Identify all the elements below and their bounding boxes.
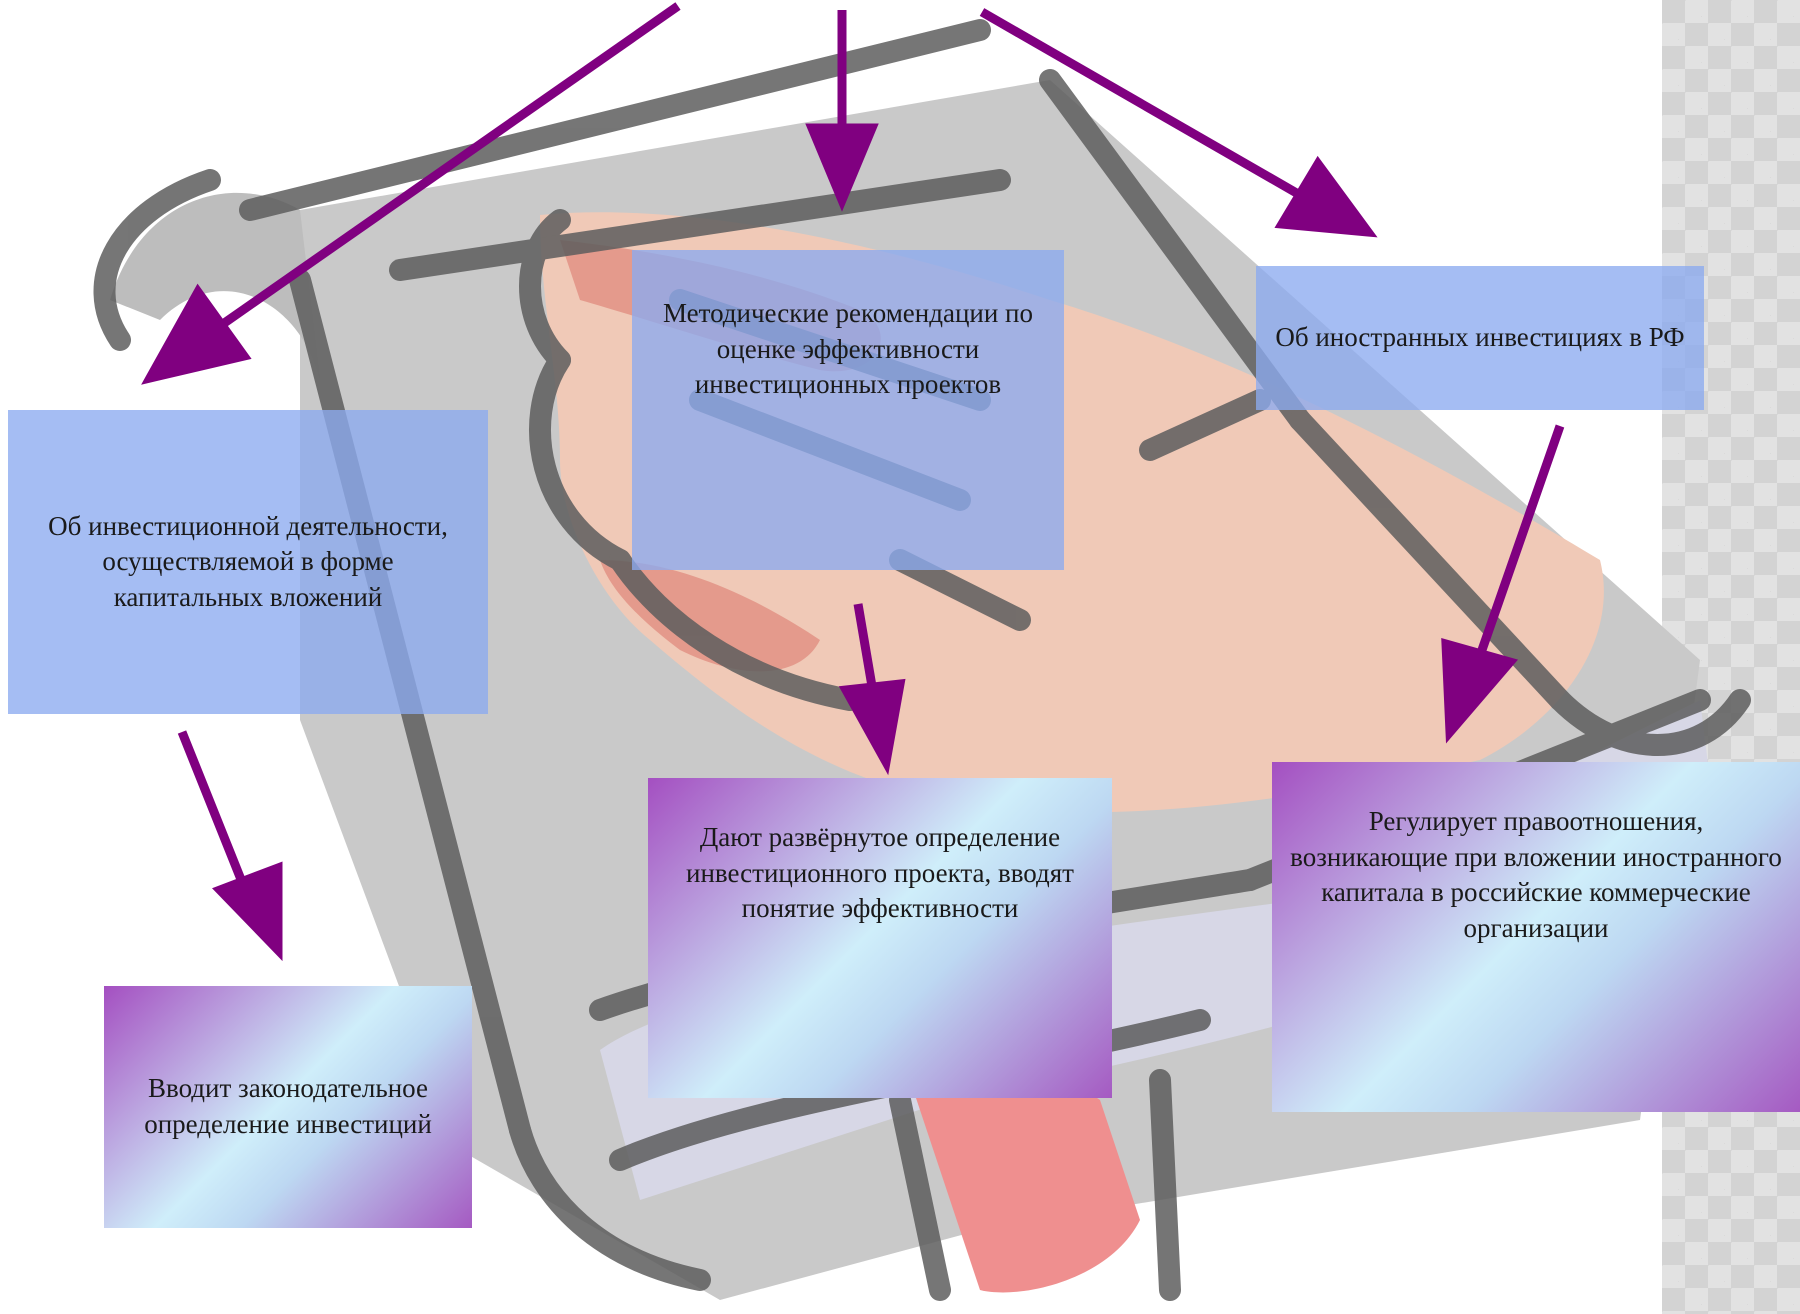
law-title-foreign-investments: Об иностранных инвестициях в РФ bbox=[1275, 322, 1685, 353]
connector-arrows bbox=[141, 2, 1565, 962]
law-box-investment-activity: Об инвестиционной деятельности, осуществ… bbox=[8, 410, 488, 714]
description-box-foreign-investments: Регулирует правоотношения, возникающие п… bbox=[1272, 762, 1800, 1112]
law-box-methodical-recommendations: Методические рекомендации по оценке эффе… bbox=[632, 250, 1064, 570]
law-box-foreign-investments: Об иностранных инвестициях в РФ bbox=[1256, 266, 1704, 410]
law-title-investment-activity: Об инвестиционной деятельности, осуществ… bbox=[48, 510, 448, 612]
description-box-methodical-recommendations: Дают развёрнутое определение инвестицион… bbox=[648, 778, 1112, 1098]
scroll-left-curl bbox=[110, 192, 320, 380]
law-title-methodical-recommendations: Методические рекомендации по оценке эффе… bbox=[662, 298, 1033, 400]
description-methodical-recommendations: Дают развёрнутое определение инвестицион… bbox=[686, 822, 1074, 924]
description-box-investment-activity: Вводит законодательное определение инвес… bbox=[104, 986, 472, 1228]
wrist-shape bbox=[910, 1069, 1140, 1293]
description-investment-activity: Вводит законодательное определение инвес… bbox=[144, 1073, 432, 1139]
description-foreign-investments: Регулирует правоотношения, возникающие п… bbox=[1290, 806, 1782, 943]
